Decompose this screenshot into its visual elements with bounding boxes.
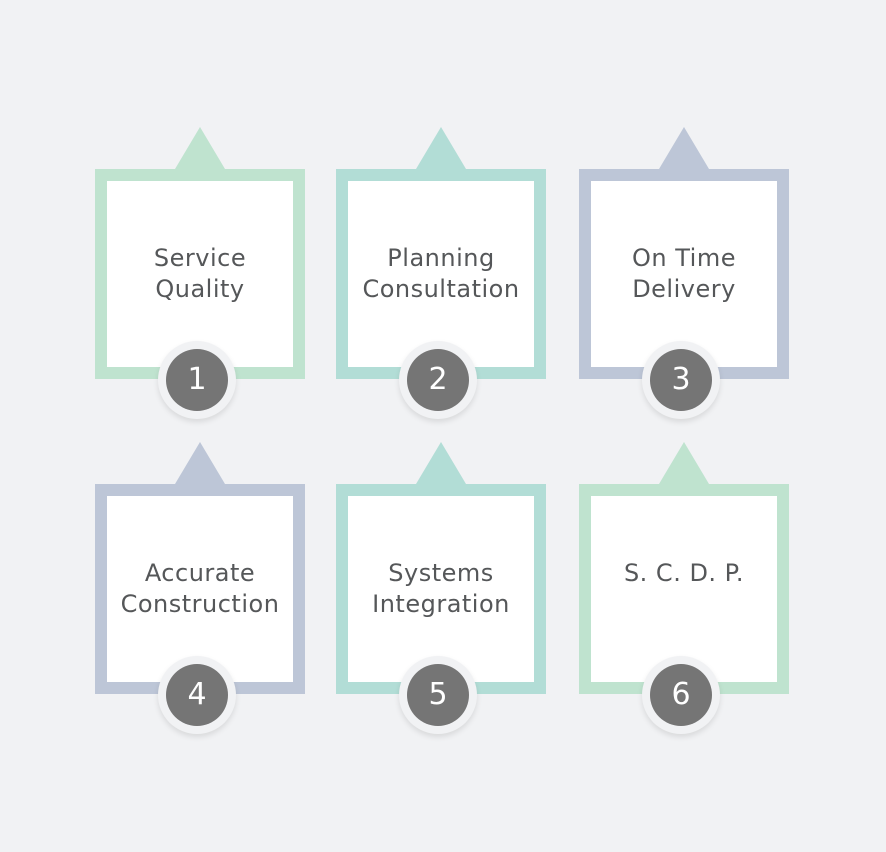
number-badge: 5	[407, 664, 469, 726]
card-scdp: S. C. D. P. 6	[579, 442, 789, 734]
card-label-line2: Integration	[372, 590, 510, 618]
triangle-pointer	[659, 442, 709, 484]
number-badge: 1	[166, 349, 228, 411]
card-label-line1: Planning	[387, 244, 495, 272]
number-badge: 2	[407, 349, 469, 411]
card-accurate-construction: Accurate Construction 4	[95, 442, 305, 734]
card-label-line2: Consultation	[362, 275, 520, 303]
card-frame: Accurate Construction	[95, 484, 305, 694]
card-label: Accurate Construction	[119, 558, 281, 620]
card-label-line1: Accurate	[144, 559, 256, 587]
triangle-pointer	[175, 442, 225, 484]
triangle-pointer	[175, 127, 225, 169]
card-label-line2: Delivery	[632, 275, 736, 303]
card-label-line2: Construction	[120, 590, 280, 618]
triangle-pointer	[659, 127, 709, 169]
card-label-line2: Quality	[155, 275, 245, 303]
card-label: S. C. D. P.	[603, 558, 765, 589]
card-systems-integration: Systems Integration 5	[336, 442, 546, 734]
triangle-pointer	[416, 127, 466, 169]
card-on-time-delivery: On Time Delivery 3	[579, 127, 789, 419]
card-label-line1: On Time	[632, 244, 736, 272]
card-label-line1: S. C. D. P.	[623, 559, 745, 587]
card-label-line1: Systems	[388, 559, 494, 587]
triangle-pointer	[416, 442, 466, 484]
card-label: Planning Consultation	[360, 243, 522, 305]
card-label: Service Quality	[119, 243, 281, 305]
number-badge: 3	[650, 349, 712, 411]
card-frame: Service Quality	[95, 169, 305, 379]
card-service-quality: Service Quality 1	[95, 127, 305, 419]
card-label-line1: Service	[153, 244, 247, 272]
number-badge: 6	[650, 664, 712, 726]
card-planning-consultation: Planning Consultation 2	[336, 127, 546, 419]
card-label: Systems Integration	[360, 558, 522, 620]
card-label: On Time Delivery	[603, 243, 765, 305]
number-badge: 4	[166, 664, 228, 726]
